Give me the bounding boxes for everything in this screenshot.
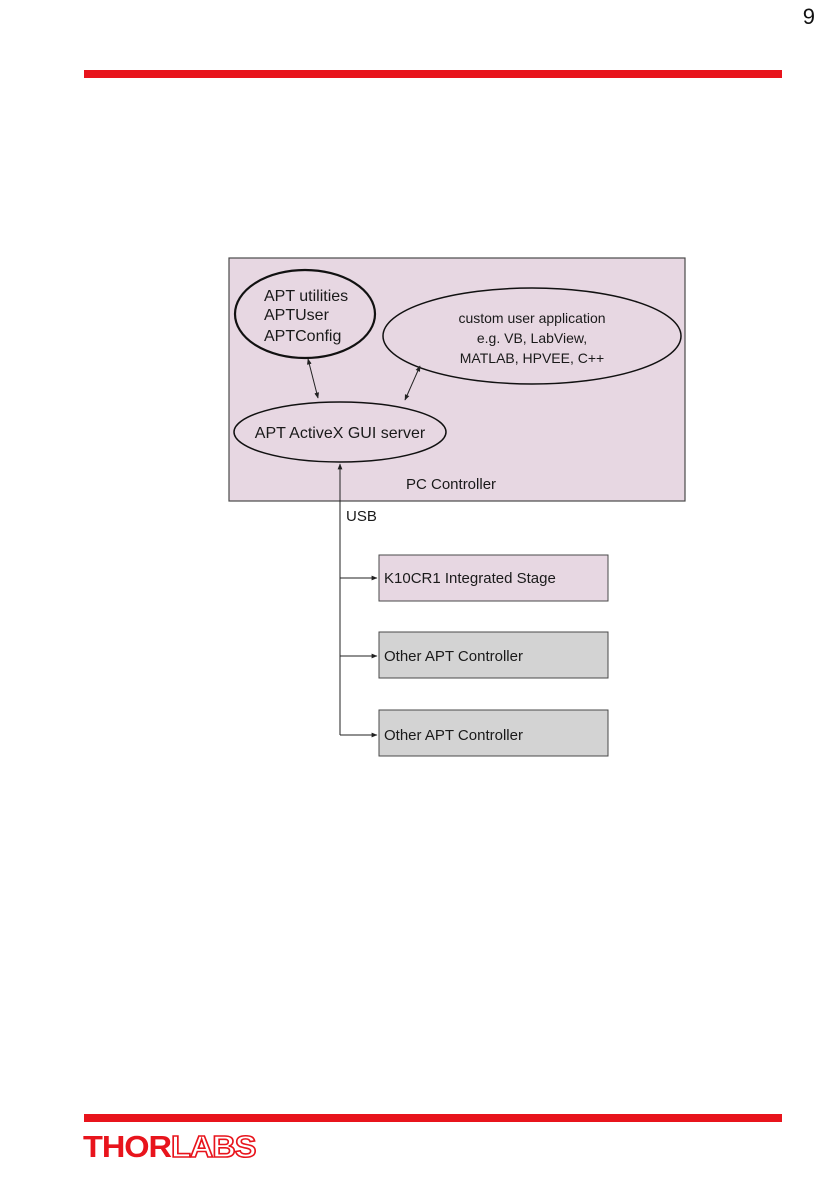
device-label: K10CR1 Integrated Stage bbox=[384, 570, 556, 587]
custom-app-line: MATLAB, HPVEE, C++ bbox=[460, 350, 604, 366]
thorlabs-logo: THORLABS bbox=[83, 1130, 255, 1164]
footer-red-rule bbox=[84, 1114, 782, 1122]
activex-server-label: APT ActiveX GUI server bbox=[255, 425, 426, 442]
apt-utilities-line: APTConfig bbox=[264, 328, 341, 345]
apt-utilities-line: APTUser bbox=[264, 307, 330, 324]
usb-label: USB bbox=[346, 508, 377, 525]
apt-utilities-line: APT utilities bbox=[264, 288, 348, 305]
custom-app-line: e.g. VB, LabView, bbox=[477, 330, 587, 346]
device-label: Other APT Controller bbox=[384, 727, 523, 744]
pc-controller-label: PC Controller bbox=[406, 476, 496, 493]
device-label: Other APT Controller bbox=[384, 648, 523, 665]
custom-app-line: custom user application bbox=[458, 310, 605, 326]
